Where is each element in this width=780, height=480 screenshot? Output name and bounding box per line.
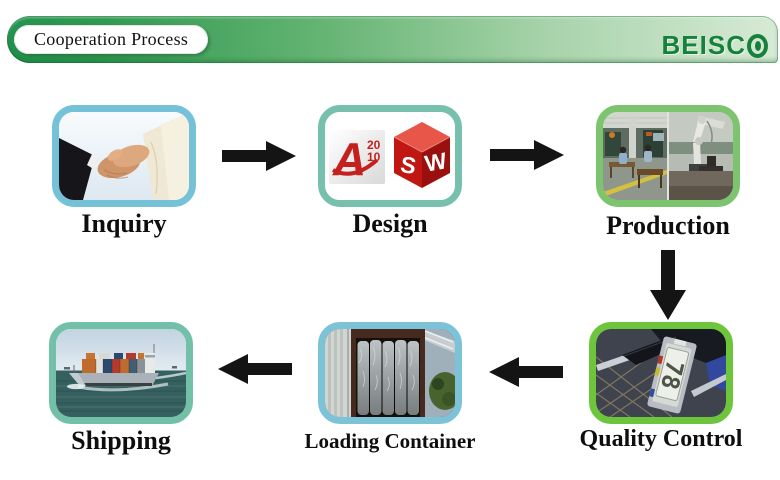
- flow-arrow-inquiry-to-design-icon: [222, 141, 296, 171]
- step-label-design: Design: [352, 209, 428, 238]
- autocad-year-bottom: 10: [367, 150, 381, 164]
- flow-arrow-loading-to-shipping-icon: [218, 354, 292, 384]
- step-label-shipping: Shipping: [71, 426, 171, 455]
- title-pill: Cooperation Process: [14, 25, 209, 54]
- autocad-year-top: 20: [367, 138, 381, 152]
- header-bar: Cooperation Process: [7, 16, 778, 63]
- digital-caliper-photo: 78: [596, 329, 726, 417]
- flow-arrow-production-to-quality-icon: [650, 250, 686, 320]
- step-label-loading-container: Loading Container: [304, 429, 476, 453]
- step-card-quality-control: 78: [589, 322, 733, 424]
- step-card-production: [596, 105, 740, 207]
- brand-logo: BEISC: [662, 30, 768, 61]
- step-label-quality-control: Quality Control: [579, 426, 743, 452]
- step-label-production: Production: [606, 211, 730, 240]
- logo-o-inner: [754, 40, 761, 51]
- flow-arrow-quality-to-loading-icon: [489, 357, 563, 387]
- factory-workshop-photo: [603, 112, 733, 200]
- logo-o-icon: [747, 33, 768, 58]
- container-ship-photo: [56, 329, 186, 417]
- flow-arrow-design-to-production-icon: [490, 140, 564, 170]
- step-card-inquiry: [52, 105, 196, 207]
- container-loading-photo: [325, 329, 455, 417]
- autocad-solidworks-logos: A 20 10 S W: [325, 112, 455, 200]
- step-card-shipping: [49, 322, 193, 424]
- handshake-photo: [59, 112, 189, 200]
- step-label-inquiry: Inquiry: [81, 209, 167, 238]
- page-title: Cooperation Process: [34, 29, 189, 49]
- solidworks-letter-w: W: [423, 147, 449, 176]
- autocad-letter: A: [332, 133, 366, 185]
- step-card-loading-container: [318, 322, 462, 424]
- step-card-design: A 20 10 S W: [318, 105, 462, 207]
- solidworks-letter-s: S: [399, 151, 419, 179]
- brand-logo-text: BEISC: [661, 30, 746, 60]
